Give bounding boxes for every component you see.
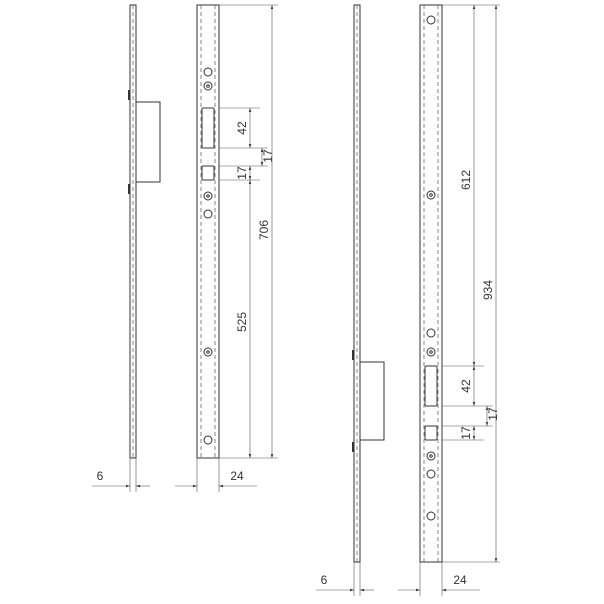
latch-slot — [201, 107, 215, 149]
lock-b-drawing: 42 17 17 612 934 6 24 — [316, 4, 500, 596]
front-plate — [196, 4, 220, 459]
screw-hole — [203, 209, 213, 219]
screw-hole — [426, 469, 436, 479]
dim-label-gap: 17 — [261, 149, 275, 163]
screw-hole-center — [206, 84, 210, 88]
screw-hole — [426, 15, 436, 25]
dim-label-plate-width: 24 — [453, 573, 467, 587]
lock-case-outline — [136, 101, 161, 183]
screw-hole-center — [429, 454, 433, 458]
lock-case-outline — [360, 361, 385, 441]
dim-label-slot-height: 42 — [459, 379, 473, 393]
lock-a-drawing: 42 17 17 525 706 6 24 — [92, 4, 278, 492]
screw-hole — [426, 347, 436, 357]
front-plate — [419, 4, 443, 563]
dim-label-square-height: 17 — [235, 166, 249, 180]
dim-label-bottom-offset: 525 — [235, 312, 249, 332]
bolt-slot — [424, 425, 438, 441]
screw-hole-center — [206, 350, 210, 354]
screw-hole — [203, 435, 213, 445]
screw-hole — [203, 67, 213, 77]
strip-tab — [352, 350, 354, 360]
screw-hole — [426, 328, 436, 338]
strip-tab — [128, 90, 130, 100]
side-strip — [353, 4, 361, 563]
screw-hole — [203, 347, 213, 357]
bolt-slot — [201, 165, 215, 181]
screw-hole-center — [206, 194, 210, 198]
dim-label-slot-height: 42 — [235, 121, 249, 135]
dim-label-square-height: 17 — [459, 426, 473, 440]
screw-hole — [203, 191, 213, 201]
dim-label-strip-thickness: 6 — [321, 573, 328, 587]
screw-hole — [426, 190, 436, 200]
dim-label-top-offset: 612 — [459, 170, 473, 190]
dim-label-gap: 17 — [486, 407, 500, 421]
screw-hole — [426, 511, 436, 521]
dim-label-strip-thickness: 6 — [97, 469, 104, 483]
strip-tab — [352, 442, 354, 452]
dim-label-plate-width: 24 — [230, 469, 244, 483]
dim-label-total-length: 934 — [481, 280, 495, 300]
dim-label-total-length: 706 — [257, 220, 271, 240]
strip-tab — [128, 184, 130, 194]
screw-hole — [426, 451, 436, 461]
screw-hole — [203, 81, 213, 91]
screw-hole-center — [429, 350, 433, 354]
latch-slot — [424, 365, 438, 407]
screw-hole-center — [429, 193, 433, 197]
